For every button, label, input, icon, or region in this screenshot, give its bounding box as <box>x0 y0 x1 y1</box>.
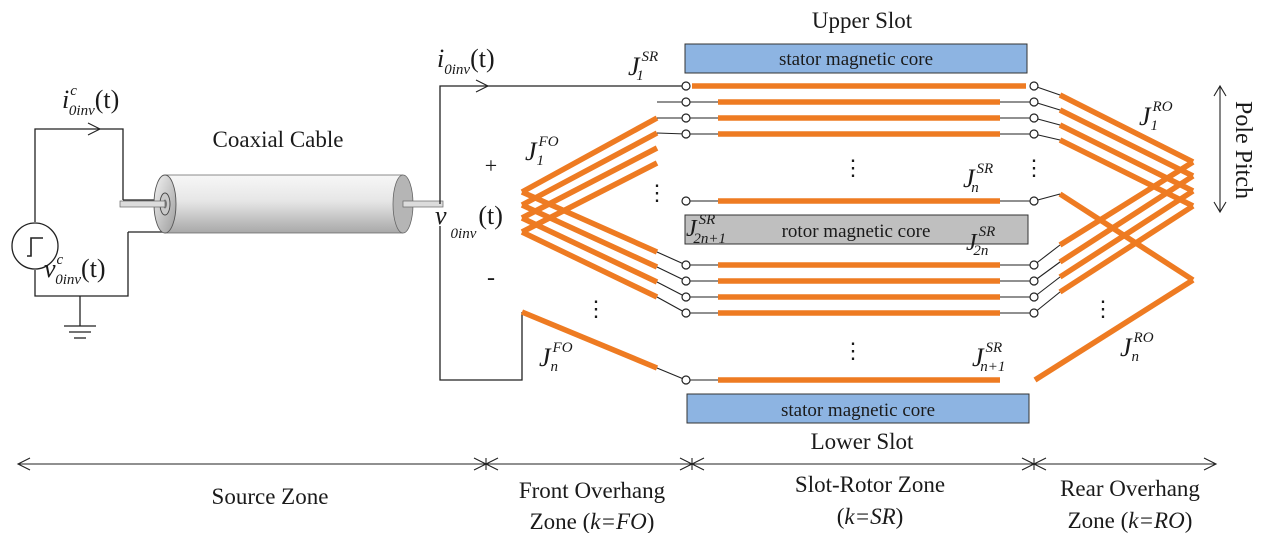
upper-slot-label: Upper Slot <box>812 8 913 33</box>
lower-slot-label: Lower Slot <box>811 429 914 454</box>
source-bottom-wire <box>34 232 129 297</box>
terminal-nodes <box>681 81 1039 385</box>
zone-source-label: Source Zone <box>212 484 329 509</box>
current-arrow-source <box>87 122 102 136</box>
feed-wire-top <box>439 85 686 204</box>
connecting-wires <box>656 85 1061 381</box>
stator-core-top-label: stator magnetic core <box>779 49 933 70</box>
zone-slot-label: Slot-Rotor Zone <box>795 472 945 497</box>
ground-icon <box>64 296 96 339</box>
ellipsis-slot-lower: ⋮ <box>842 338 864 363</box>
symbol-v-inv: v0inv(t) <box>435 201 503 242</box>
zone-front-label: Front Overhang <box>519 478 666 503</box>
current-arrow-inv <box>475 79 490 93</box>
pole-pitch-label: Pole Pitch <box>1230 101 1256 199</box>
stator-core-top: stator magnetic core <box>684 43 1028 74</box>
voltage-source-icon <box>11 222 59 270</box>
stator-core-bottom: stator magnetic core <box>686 393 1030 424</box>
zone-labels: Source Zone Front Overhang Zone (k=FO) S… <box>212 472 1201 534</box>
rear-overhang-conductors <box>1033 92 1195 383</box>
rotor-core: rotor magnetic core <box>684 214 1029 245</box>
slot-conductors <box>692 83 1026 383</box>
coaxial-cable-label: Coaxial Cable <box>213 127 344 152</box>
zone-front-sub: Zone (k=FO) <box>530 509 655 533</box>
zone-slot-sub: (k=SR) <box>837 504 904 529</box>
source-top-wire <box>34 128 124 222</box>
pole-pitch-indicator: Pole Pitch <box>1213 84 1256 214</box>
ellipsis-slot-upper: ⋮ <box>842 155 864 180</box>
zone-rear-sub: Zone (k=RO) <box>1068 508 1193 533</box>
zone-rear-label: Rear Overhang <box>1060 476 1200 501</box>
ellipsis-rear-lower: ⋮ <box>1092 296 1114 321</box>
minus-sign: - <box>487 265 495 291</box>
zone-dimension-lines <box>16 457 1218 471</box>
stator-core-bottom-label: stator magnetic core <box>781 400 935 421</box>
front-overhang-conductors <box>520 115 659 371</box>
ellipsis-marks: ⋮ ⋮ ⋮ ⋮ ⋮ ⋮ <box>585 155 1114 363</box>
ellipsis-front-upper: ⋮ <box>646 180 668 205</box>
ellipsis-rear-upper: ⋮ <box>1023 155 1045 180</box>
feed-wire-bottom <box>439 226 523 381</box>
ellipsis-front-lower: ⋮ <box>585 296 607 321</box>
coaxial-cable-icon <box>119 174 444 234</box>
symbol-i-inv: i0inv(t) <box>437 44 495 78</box>
source-circuit <box>11 122 165 339</box>
rotor-core-label: rotor magnetic core <box>782 221 931 242</box>
plus-sign: + <box>485 153 497 178</box>
